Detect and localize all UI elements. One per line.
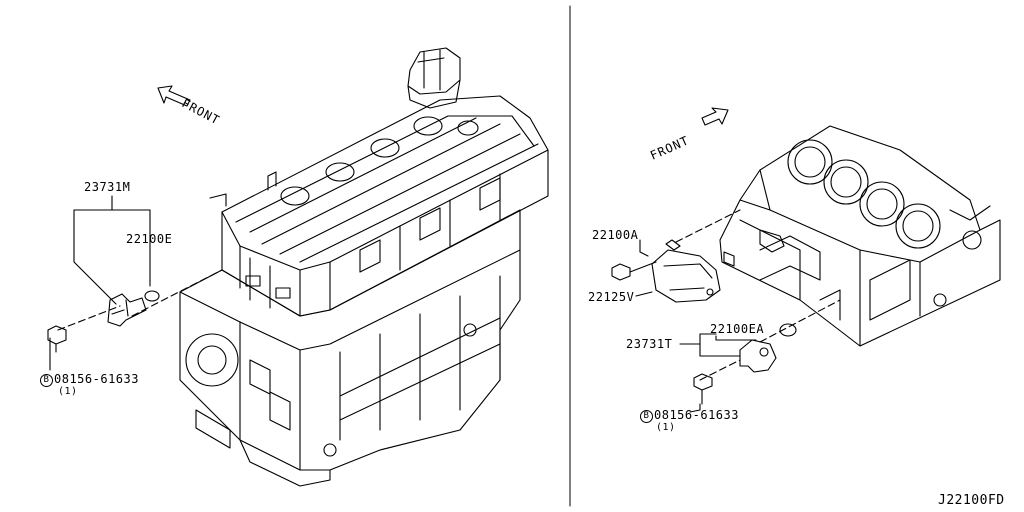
bolt-symbol-icon: B <box>640 410 653 423</box>
part-qty-left: (1) <box>58 386 78 397</box>
part-22100ea-label[interactable]: 22100EA <box>710 322 765 336</box>
part-22100e-label[interactable]: 22100E <box>126 232 173 246</box>
right-parts-assembly <box>611 209 841 413</box>
right-front-arrow <box>701 107 729 126</box>
part-23731m-label[interactable]: 23731M <box>84 180 131 194</box>
part-22100a-label[interactable]: 22100A <box>592 228 639 242</box>
part-22125v-label[interactable]: 22125V <box>588 290 635 304</box>
left-engine-assembly <box>179 47 549 487</box>
right-block-assembly <box>719 125 1001 347</box>
bolt-symbol-icon: B <box>40 374 53 387</box>
part-23731t-label[interactable]: 23731T <box>626 337 673 351</box>
left-front-arrow <box>157 85 191 107</box>
left-sensor-assembly <box>47 195 223 371</box>
part-qty-right: (1) <box>656 422 676 433</box>
diagram-code: J22100FD <box>938 493 1005 508</box>
